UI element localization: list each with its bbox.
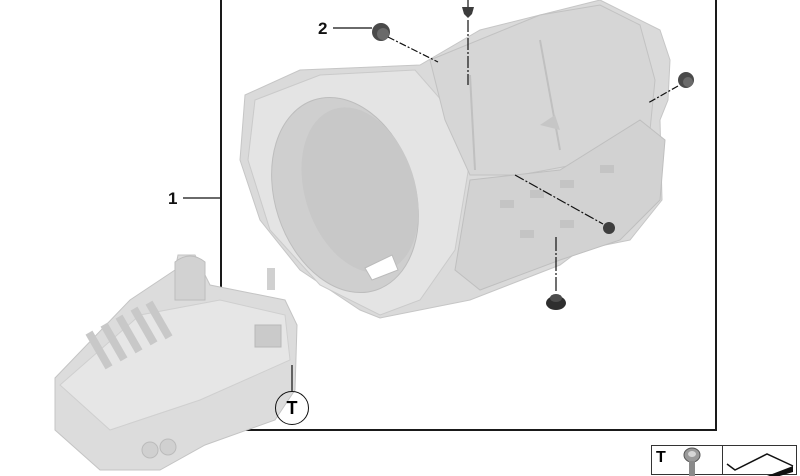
- legend-symbol-label: T: [656, 449, 666, 466]
- transmission-housing[interactable]: [239, 0, 671, 319]
- plug-2[interactable]: [372, 23, 390, 41]
- callout-1-label[interactable]: 1: [168, 189, 178, 208]
- legend-box: T: [651, 445, 797, 476]
- callout-t-text: T: [286, 397, 298, 418]
- plug-right[interactable]: [678, 72, 694, 88]
- legend-cell-screw: T: [652, 446, 723, 476]
- valve-body[interactable]: [54, 254, 298, 471]
- plug-top[interactable]: [462, 0, 474, 18]
- plug-lower-right[interactable]: [603, 222, 615, 234]
- legend-cell-sheet: [723, 446, 796, 476]
- pointer-sheet-icon: [726, 453, 794, 476]
- screw-icon: [683, 447, 701, 476]
- plug-bottom[interactable]: [546, 294, 566, 310]
- callout-2-label[interactable]: 2: [318, 19, 328, 38]
- assembly-frame: [220, 0, 717, 431]
- callout-t-label[interactable]: T: [275, 391, 309, 425]
